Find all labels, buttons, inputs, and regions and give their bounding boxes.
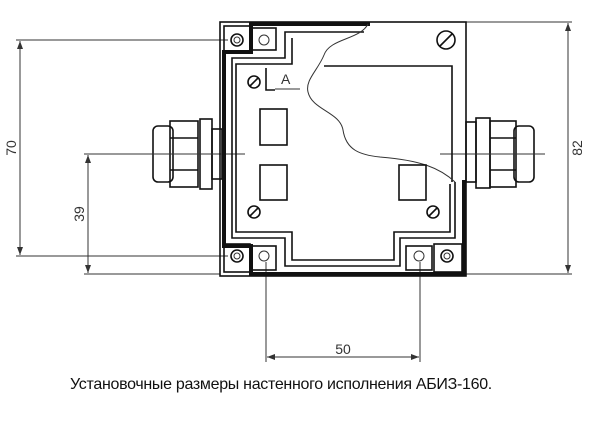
dimension-70: 70 bbox=[3, 39, 228, 257]
right-cable-gland bbox=[440, 117, 545, 189]
dimension-50: 50 bbox=[265, 262, 421, 362]
dimension-50-label: 50 bbox=[335, 341, 351, 357]
dimension-39-label: 39 bbox=[71, 206, 87, 222]
dimension-82: 82 bbox=[466, 21, 585, 275]
lid-screws bbox=[247, 30, 456, 219]
section-label: A bbox=[281, 71, 291, 87]
enclosure-body: A bbox=[219, 21, 467, 277]
dimension-70-label: 70 bbox=[3, 140, 19, 156]
figure-caption: Установочные размеры настенного исполнен… bbox=[70, 376, 492, 393]
dimension-82-label: 82 bbox=[569, 140, 585, 156]
corner-screws bbox=[223, 25, 463, 273]
left-cable-gland bbox=[140, 118, 245, 190]
